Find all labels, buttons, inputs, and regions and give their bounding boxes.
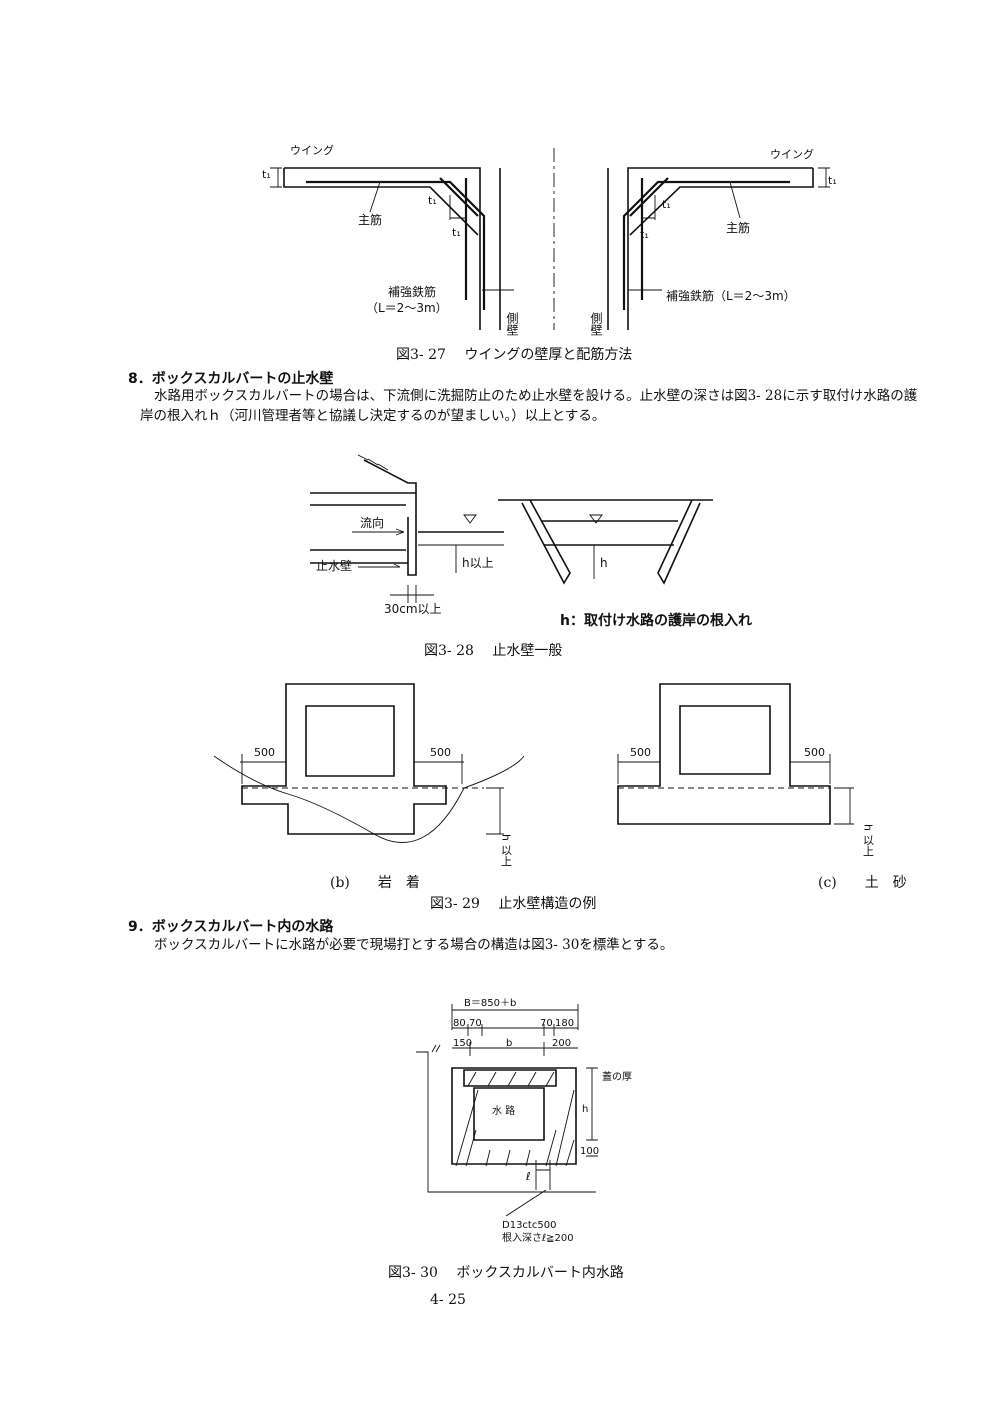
fig30-caption: 図3- 30 ボックスカルバート内水路 (388, 1265, 624, 1281)
main-bar-right-label: 主筋 (726, 220, 750, 235)
h-above-label: h 以上 (862, 824, 875, 856)
fig29-label-c: (c) 土 砂 (818, 875, 907, 891)
B-label: B＝850＋b (464, 998, 516, 1009)
section8-text: 水路用ボックスカルバートの場合は、下流側に洗掘防止のため止水壁を設ける。止水壁の… (140, 388, 918, 424)
t1-label: t₁ (640, 228, 649, 241)
h-label: h (600, 556, 608, 570)
t1-label: t₁ (428, 194, 437, 207)
dim500-label: 500 (804, 746, 825, 759)
d80-label: 80 (453, 1018, 466, 1029)
fig29-caption: 図3- 29 止水壁構造の例 (430, 896, 597, 912)
dim500-label: 500 (630, 746, 651, 759)
h-label: h (582, 1104, 588, 1115)
fig29-label-b: (b) 岩 着 (330, 875, 420, 891)
wing-left-label: ウイング (290, 143, 334, 157)
rebar1-label: D13ctc500 (502, 1220, 556, 1231)
section9-heading: 9．ボックスカルバート内の水路 (128, 919, 334, 935)
d150-label: 150 (453, 1038, 472, 1049)
h-note-label: h：取付け水路の護岸の根入れ (560, 612, 752, 629)
d100-label: 100 (580, 1146, 599, 1157)
fig27-caption: 図3- 27 ウイングの壁厚と配筋方法 (396, 347, 633, 363)
d70a-label: 70 (469, 1018, 482, 1029)
page-number: 4- 25 (430, 1292, 466, 1308)
side-wall-left-label: 側壁 (505, 312, 519, 336)
t1-right-label: t₁ (828, 174, 837, 187)
section8-heading: 8．ボックスカルバートの止水壁 (128, 371, 334, 387)
ell-label: ℓ (525, 1170, 531, 1183)
h-above-label: h以上 (462, 556, 494, 570)
reinf-left-length-label: （L＝2～3m） (366, 301, 448, 315)
rebar2-label: 根入深さℓ≧200 (502, 1231, 574, 1244)
dim500-label: 500 (254, 746, 275, 759)
b-label: b (506, 1038, 512, 1049)
fig29-right-diagram: 500 500 h 以上 (617, 683, 875, 856)
d200-label: 200 (552, 1038, 571, 1049)
dim500-label: 500 (430, 746, 451, 759)
t1-left-label: t₁ (262, 168, 271, 181)
fig30-channel-diagram: B＝850＋b 80 70 70 180 150 b 200 蓋の厚 水 路 h… (416, 998, 632, 1244)
section9-text: ボックスカルバートに水路が必要で現場打とする場合の構造は図3- 30を標準とする… (154, 937, 674, 953)
fig29-left-diagram: 500 500 h 以上 (213, 683, 525, 866)
cutoff-wall-label: 止水壁 (316, 558, 352, 573)
lid-label: 蓋の厚 (602, 1071, 632, 1083)
cm30-label: 30cm以上 (384, 602, 442, 616)
h-above-label: h 以上 (500, 834, 513, 866)
fig28-cutoff-diagram: 流向 止水壁 h以上 30cm以上 h h：取付け水路の護岸の根入れ (310, 454, 752, 629)
fig28-caption: 図3- 28 止水壁一般 (424, 643, 563, 659)
d180-label: 180 (555, 1018, 574, 1029)
t1-label: t₁ (662, 198, 671, 211)
fig27-wing-diagram: ウイング ウイング t₁ t₁ t₁ t₁ t₁ t₁ 主筋 主筋 補強鉄筋 （… (262, 143, 837, 336)
d70b-label: 70 (540, 1018, 553, 1029)
channel-label: 水 路 (492, 1104, 515, 1117)
reinf-right-label: 補強鉄筋（L＝2～3m） (666, 288, 796, 303)
main-bar-left-label: 主筋 (358, 212, 382, 227)
wing-right-label: ウイング (770, 147, 814, 161)
flow-label: 流向 (360, 515, 384, 530)
t1-label: t₁ (452, 226, 461, 239)
side-wall-right-label: 側壁 (589, 312, 603, 336)
reinf-left-label: 補強鉄筋 (388, 284, 436, 299)
